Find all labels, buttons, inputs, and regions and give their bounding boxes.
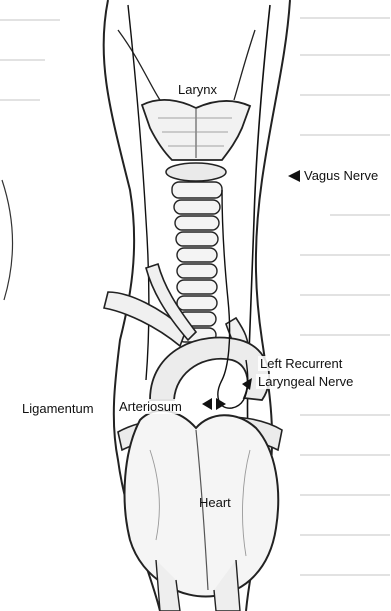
label-laryngeal-nerve: Laryngeal Nerve: [256, 374, 355, 389]
recurrent-laryngeal-nerve: [218, 190, 248, 408]
label-larynx: Larynx: [176, 82, 219, 97]
label-vagus-nerve: Vagus Nerve: [302, 168, 380, 183]
margin-curve: [2, 180, 13, 300]
ligamentum-arrow-right: [216, 398, 226, 410]
label-heart: Heart: [197, 495, 233, 510]
aortic-arch: [150, 338, 269, 401]
larynx-shape: [142, 100, 250, 181]
label-ligamentum: Ligamentum: [20, 401, 96, 416]
vagus-arrow: [288, 170, 300, 182]
label-arteriosum: Arteriosum: [117, 399, 184, 414]
ligamentum-arrow: [202, 398, 212, 410]
label-left-recurrent: Left Recurrent: [258, 356, 344, 371]
